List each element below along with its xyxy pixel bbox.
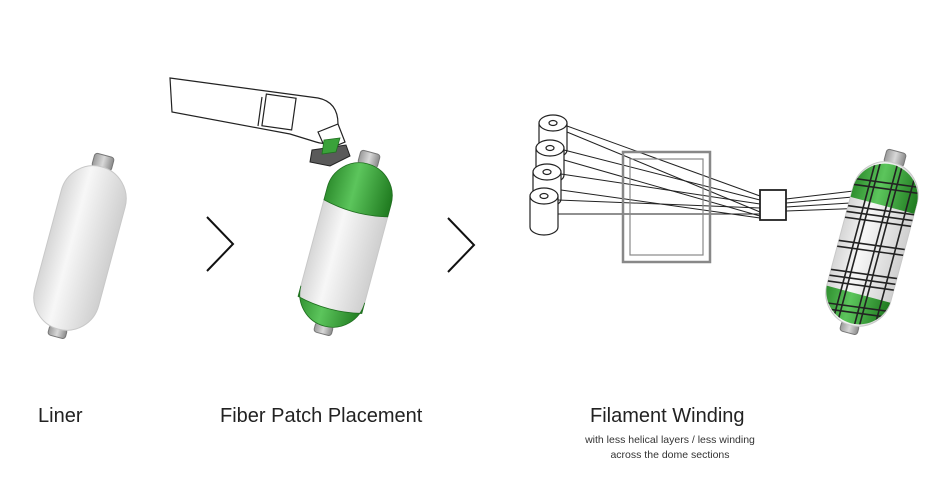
fiber-spool-icon: [529, 114, 568, 236]
filament-winding-note-line-1: with less helical layers / less winding: [585, 434, 755, 446]
robot-arm-wrist: [261, 93, 297, 131]
step-label-liner: Liner: [38, 405, 83, 427]
fiber-guide-icon: [621, 150, 712, 264]
dome-patch-top: [323, 162, 393, 218]
liner-vessel: [33, 152, 127, 340]
patched-vessel: [297, 149, 393, 337]
step-label-fiber-patch-placement: Fiber Patch Placement: [220, 405, 423, 427]
winding-pattern: [818, 156, 926, 332]
wound-vessel: [818, 148, 926, 336]
step-label-filament-winding: Filament Winding: [590, 405, 745, 427]
dome-patch-bottom: [297, 285, 366, 328]
filament-winding-note-line-2: across the dome sections: [610, 449, 730, 461]
green-patch-strip: [321, 137, 341, 155]
liner-body: [33, 165, 127, 331]
robot-arm-body: [169, 77, 339, 144]
fiber-lines-in: [557, 125, 761, 219]
chevron-right-icon: [447, 217, 476, 273]
spool-4: [529, 187, 559, 236]
robot-arm-joint: [257, 96, 263, 127]
placement-tool: [309, 144, 351, 167]
chevron-right-icon: [206, 216, 235, 272]
robot-arm-icon: [169, 77, 351, 167]
delivery-eye-icon: [759, 189, 787, 221]
